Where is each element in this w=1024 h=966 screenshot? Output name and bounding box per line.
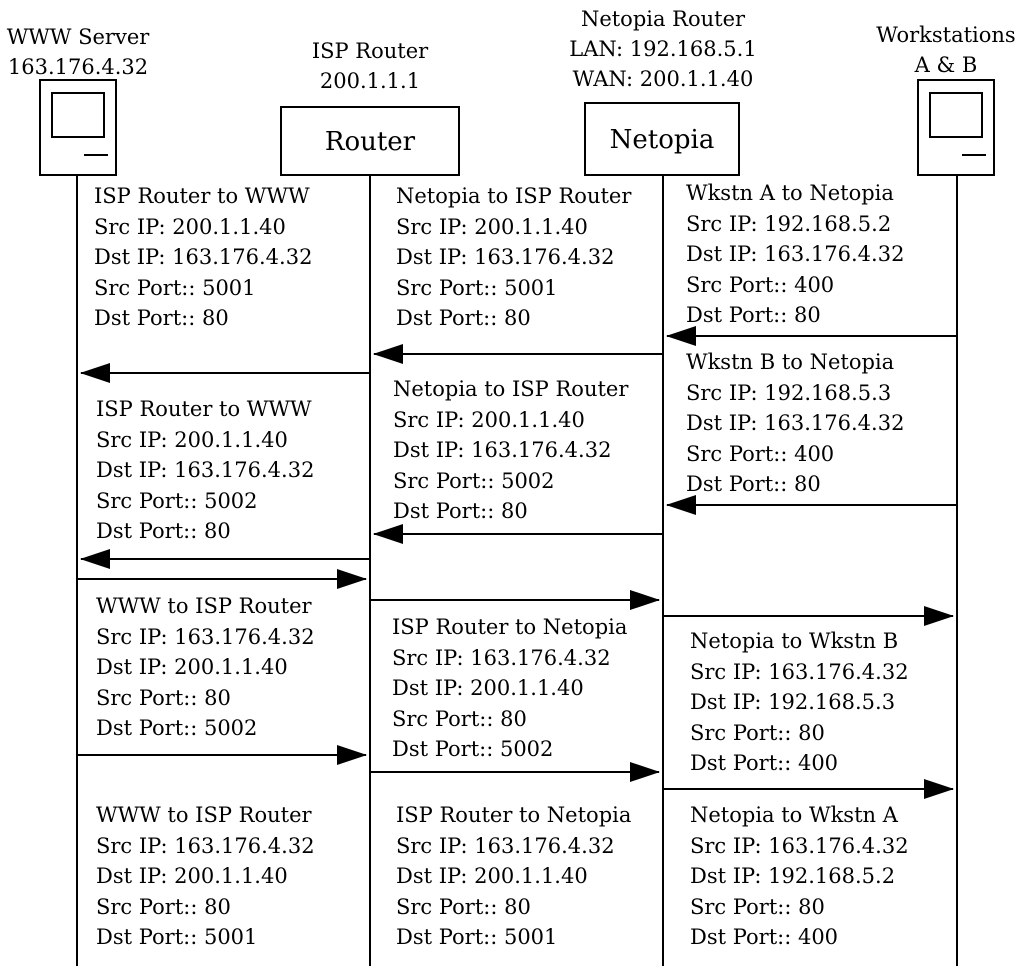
message-src-ip: Src IP: 163.176.4.32 [690, 659, 909, 684]
workstations-label: Workstations A & B [868, 20, 1024, 80]
isp-router-box-label: Router [324, 127, 416, 157]
netopia-box-label: Netopia [609, 125, 715, 155]
message-src-ip: Src IP: 200.1.1.40 [396, 214, 588, 239]
message-dst-port: Dst Port:: 400 [690, 925, 839, 949]
message-dst-port: Dst Port:: 80 [393, 499, 528, 523]
message-src-ip: Src IP: 163.176.4.32 [96, 624, 315, 649]
workstations-sub: A & B [914, 53, 978, 77]
message-src-ip: Src IP: 163.176.4.32 [392, 645, 611, 670]
message-block: ISP Router to Netopia Src IP: 163.176.4.… [396, 800, 631, 953]
message-block: Wkstn A to Netopia Src IP: 192.168.5.2 D… [686, 178, 904, 331]
message-block: Netopia to ISP Router Src IP: 200.1.1.40… [396, 181, 631, 334]
message-dst-port: Dst Port:: 400 [690, 751, 839, 775]
message-dst-port: Dst Port:: 80 [686, 303, 821, 327]
netopia-box: Netopia [584, 102, 740, 176]
message-title: Wkstn A to Netopia [686, 181, 894, 205]
message-dst-ip: Dst IP: 192.168.5.2 [690, 864, 896, 888]
message-dst-ip: Dst IP: 163.176.4.32 [393, 438, 612, 462]
message-block: ISP Router to WWW Src IP: 200.1.1.40 Dst… [94, 181, 312, 334]
isp-router-label: ISP Router 200.1.1.1 [290, 36, 450, 96]
message-src-port: Src Port:: 80 [392, 706, 527, 731]
message-src-ip: Src IP: 200.1.1.40 [94, 214, 286, 239]
message-src-ip: Src IP: 192.168.5.3 [686, 380, 892, 405]
isp-router-box: Router [280, 106, 460, 176]
message-block: ISP Router to WWW Src IP: 200.1.1.40 Dst… [96, 394, 314, 547]
message-title: ISP Router to Netopia [396, 803, 632, 827]
message-src-port: Src Port:: 80 [690, 894, 825, 919]
message-dst-port: Dst Port:: 80 [96, 519, 231, 543]
message-src-ip: Src IP: 163.176.4.32 [690, 833, 909, 858]
netopia-label: Netopia Router LAN: 192.168.5.1 WAN: 200… [555, 4, 771, 94]
message-dst-ip: Dst IP: 163.176.4.32 [686, 242, 905, 266]
message-title: WWW to ISP Router [96, 594, 312, 618]
message-dst-port: Dst Port:: 80 [94, 306, 229, 330]
netopia-wan: WAN: 200.1.1.40 [572, 67, 754, 91]
message-dst-ip: Dst IP: 163.176.4.32 [686, 411, 905, 435]
message-dst-ip: Dst IP: 163.176.4.32 [94, 245, 313, 269]
message-src-port: Src Port:: 5001 [396, 275, 558, 300]
message-dst-port: Dst Port:: 5002 [392, 737, 554, 761]
www-server-label: WWW Server 163.176.4.32 [0, 22, 156, 82]
message-src-ip: Src IP: 200.1.1.40 [96, 427, 288, 452]
message-title: Netopia to ISP Router [396, 184, 632, 208]
message-src-port: Src Port:: 80 [396, 894, 531, 919]
server-computer-icon [39, 79, 117, 176]
message-dst-ip: Dst IP: 200.1.1.40 [396, 864, 588, 888]
message-dst-ip: Dst IP: 163.176.4.32 [396, 245, 615, 269]
message-title: Netopia to Wkstn A [690, 803, 898, 827]
isp-router-ip: 200.1.1.1 [319, 69, 421, 93]
message-title: ISP Router to WWW [96, 397, 312, 421]
message-src-port: Src Port:: 400 [686, 441, 835, 466]
message-src-port: Src Port:: 400 [686, 272, 835, 297]
message-src-port: Src Port:: 5002 [393, 468, 555, 493]
message-block: Netopia to Wkstn A Src IP: 163.176.4.32 … [690, 800, 909, 953]
message-block: WWW to ISP Router Src IP: 163.176.4.32 D… [96, 800, 315, 953]
message-block: WWW to ISP Router Src IP: 163.176.4.32 D… [96, 591, 315, 744]
www-server-ip: 163.176.4.32 [7, 55, 149, 79]
message-src-port: Src Port:: 5002 [96, 488, 258, 513]
message-dst-port: Dst Port:: 5001 [396, 925, 558, 949]
message-title: Wkstn B to Netopia [686, 350, 895, 374]
message-src-port: Src Port:: 5001 [94, 275, 256, 300]
message-src-ip: Src IP: 192.168.5.2 [686, 211, 892, 236]
message-dst-port: Dst Port:: 5001 [96, 925, 258, 949]
www-server-name: WWW Server [6, 25, 150, 49]
netopia-name: Netopia Router [580, 7, 746, 31]
message-block: Netopia to ISP Router Src IP: 200.1.1.40… [393, 374, 628, 527]
message-src-port: Src Port:: 80 [690, 720, 825, 745]
message-dst-port: Dst Port:: 80 [686, 472, 821, 496]
message-dst-ip: Dst IP: 200.1.1.40 [96, 864, 288, 888]
message-src-port: Src Port:: 80 [96, 685, 231, 710]
message-src-port: Src Port:: 80 [96, 894, 231, 919]
message-title: WWW to ISP Router [96, 803, 312, 827]
netopia-lan: LAN: 192.168.5.1 [569, 37, 757, 61]
message-block: Netopia to Wkstn B Src IP: 163.176.4.32 … [690, 626, 909, 779]
workstation-computer-icon [917, 79, 995, 176]
message-title: Netopia to Wkstn B [690, 629, 899, 653]
message-dst-ip: Dst IP: 163.176.4.32 [96, 458, 315, 482]
message-src-ip: Src IP: 163.176.4.32 [396, 833, 615, 858]
message-src-ip: Src IP: 200.1.1.40 [393, 407, 585, 432]
message-block: Wkstn B to Netopia Src IP: 192.168.5.3 D… [686, 347, 904, 500]
message-src-ip: Src IP: 163.176.4.32 [96, 833, 315, 858]
message-dst-port: Dst Port:: 5002 [96, 716, 258, 740]
isp-router-name: ISP Router [311, 39, 429, 63]
workstations-name: Workstations [876, 23, 1016, 47]
message-title: ISP Router to Netopia [392, 615, 628, 639]
message-block: ISP Router to Netopia Src IP: 163.176.4.… [392, 612, 627, 765]
message-dst-ip: Dst IP: 200.1.1.40 [96, 655, 288, 679]
message-dst-ip: Dst IP: 192.168.5.3 [690, 690, 896, 714]
message-dst-port: Dst Port:: 80 [396, 306, 531, 330]
message-title: Netopia to ISP Router [393, 377, 629, 401]
message-dst-ip: Dst IP: 200.1.1.40 [392, 676, 584, 700]
message-title: ISP Router to WWW [94, 184, 310, 208]
